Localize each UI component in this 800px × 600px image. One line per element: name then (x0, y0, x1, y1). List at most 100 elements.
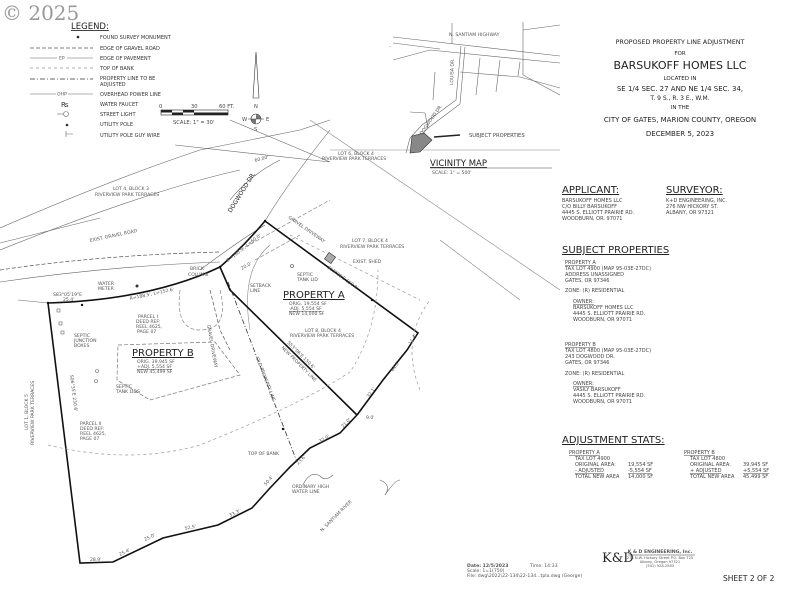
svg-text:LOT 4, BLOCK 3: LOT 4, BLOCK 3 (113, 186, 149, 192)
svg-text:NEW 14,000 SF: NEW 14,000 SF (289, 311, 325, 317)
svg-text:25.0': 25.0' (143, 533, 156, 543)
svg-text:K & D ENGINEERING, Inc.: K & D ENGINEERING, Inc. (628, 549, 693, 555)
svg-text:44.5': 44.5' (390, 360, 402, 373)
north-arrow-icon: N W E S (242, 51, 269, 133)
svg-text:WATER FAUCET: WATER FAUCET (100, 102, 139, 108)
top-of-bank (47, 269, 379, 456)
svg-text:S06°35'E 230.6': S06°35'E 230.6' (68, 375, 78, 412)
svg-text:ALBANY, OR 97321: ALBANY, OR 97321 (666, 210, 714, 216)
svg-text:ORIG. 39,945 SF: ORIG. 39,945 SF (137, 359, 175, 365)
svg-text:50.4': 50.4' (263, 475, 275, 488)
svg-text:PROPERTY LINE TO BE: PROPERTY LINE TO BE (100, 76, 155, 82)
svg-text:SEPTIC: SEPTIC (116, 384, 132, 390)
svg-text:TOP OF BANK: TOP OF BANK (99, 66, 135, 72)
svg-text:LOT 8, BLOCK 4: LOT 8, BLOCK 4 (305, 328, 341, 334)
svg-text:21.0': 21.0' (340, 417, 352, 429)
footer: Date: 12/5/2023 Time: 14:33 Scale: 1=1(7… (467, 549, 775, 583)
svg-text:ZONE: (R) RESIDENTIAL: ZONE: (R) RESIDENTIAL (565, 288, 624, 294)
utility-pole-icon (65, 123, 69, 127)
svg-text:PARCEL I: PARCEL I (138, 314, 158, 320)
svg-text:ZONE: (R) RESIDENTIAL: ZONE: (R) RESIDENTIAL (565, 371, 624, 377)
svg-text:-ADJ. 5,554 SF: -ADJ. 5,554 SF (289, 306, 322, 312)
shed-icon (324, 252, 336, 264)
sheet-number: SHEET 2 OF 2 (723, 574, 775, 583)
svg-text:PROPOSED PROPERTY LINE ADJUSTM: PROPOSED PROPERTY LINE ADJUSTMENT (616, 39, 745, 46)
svg-text:N: N (254, 104, 258, 110)
svg-text:TAX LOT 4900: TAX LOT 4900 (574, 456, 610, 462)
svg-text:+ ADJUSTED: + ADJUSTED (690, 468, 722, 474)
svg-text:SUBJECT PROPERTIES: SUBJECT PROPERTIES (562, 245, 669, 256)
svg-text:RIVERVIEW PARK TERRACES: RIVERVIEW PARK TERRACES (340, 244, 404, 250)
svg-text:EXIST. SHED: EXIST. SHED (353, 259, 382, 265)
svg-text:SETBACK: SETBACK (250, 283, 272, 289)
svg-text:EXIST. GRAVEL ROAD: EXIST. GRAVEL ROAD (89, 228, 138, 244)
svg-text:4445 S. ELLIOTT PRAIRIE RD.: 4445 S. ELLIOTT PRAIRIE RD. (573, 393, 646, 399)
svg-text:SEPTIC: SEPTIC (297, 272, 313, 278)
svg-text:TOTAL NEW AREA: TOTAL NEW AREA (689, 474, 735, 480)
street-light-icon (63, 111, 69, 117)
svg-text:30: 30 (191, 104, 198, 110)
svg-text:SCALE: 1" = 30': SCALE: 1" = 30' (173, 120, 214, 126)
svg-text:+5,554 SF: +5,554 SF (743, 468, 769, 474)
svg-text:25.4': 25.4' (63, 297, 75, 303)
site-plan: LOT 6, BLOCK 4 RIVERVIEW PARK TERRACES L… (0, 119, 561, 564)
svg-text:GRAVEL DRIVEWAY: GRAVEL DRIVEWAY (287, 215, 326, 245)
svg-text:BARSUKOFF HOMES LLC: BARSUKOFF HOMES LLC (573, 305, 634, 311)
svg-text:WOODBURN, OR 97071: WOODBURN, OR 97071 (573, 317, 632, 323)
svg-text:60 FT.: 60 FT. (219, 104, 235, 110)
svg-text:REEL 4625,: REEL 4625, (136, 324, 163, 330)
svg-text:0: 0 (159, 104, 162, 110)
old-property-line (227, 281, 298, 463)
svg-text:39,945 SF: 39,945 SF (743, 462, 768, 468)
firm-logo: K&D (602, 551, 634, 566)
guy-wire-icon (65, 131, 73, 137)
svg-text:EDGE OF PAVEMENT: EDGE OF PAVEMENT (100, 56, 152, 62)
svg-text:EDGE OF GRAVEL ROAD: EDGE OF GRAVEL ROAD (100, 46, 160, 52)
svg-text:TAX LOT 4900 (MAP 95-03E-27DC): TAX LOT 4900 (MAP 95-03E-27DC) (564, 266, 651, 272)
svg-text:33.3': 33.3' (228, 509, 241, 519)
svg-text:TAX LOT 4800: TAX LOT 4800 (689, 456, 725, 462)
svg-text:T. 9 S., R. 3 E., W.M.: T. 9 S., R. 3 E., W.M. (649, 95, 709, 102)
svg-text:OWNER:: OWNER: (573, 299, 594, 305)
svg-text:52.5': 52.5' (184, 524, 196, 532)
svg-text:K+D ENGINEERING, INC.: K+D ENGINEERING, INC. (666, 198, 728, 204)
svg-text:Albany, Oregon 97321: Albany, Oregon 97321 (640, 560, 680, 564)
svg-text:Scale: 1=1(750): Scale: 1=1(750) (467, 568, 505, 574)
svg-text:4445 S. ELLIOTT PRAIRIE RD.: 4445 S. ELLIOTT PRAIRIE RD. (573, 311, 646, 317)
svg-text:19,554 SF: 19,554 SF (628, 462, 653, 468)
svg-text:PROPERTY A: PROPERTY A (565, 260, 596, 266)
svg-text:LOT 1, BLOCK 5: LOT 1, BLOCK 5 (24, 394, 30, 430)
svg-text:UTILITY POLE GUY WIRE: UTILITY POLE GUY WIRE (100, 133, 160, 139)
watermark: © 2025 (2, 1, 79, 25)
svg-text:TOTAL NEW AREA: TOTAL NEW AREA (574, 474, 620, 480)
svg-text:BOXES: BOXES (74, 343, 89, 349)
svg-text:RIVERVIEW PARK TERRACES: RIVERVIEW PARK TERRACES (30, 381, 36, 445)
road-frontage-line (47, 220, 266, 304)
svg-text:ORDINARY HIGH: ORDINARY HIGH (292, 484, 329, 490)
water-faucet-icon: ₨ (61, 101, 69, 109)
subject-properties-block: SUBJECT PROPERTIES PROPERTY A TAX LOT 49… (562, 245, 669, 405)
svg-text:14,000 SF: 14,000 SF (628, 474, 653, 480)
svg-text:PARCEL II: PARCEL II (80, 421, 101, 427)
svg-text:(541) 928-2583: (541) 928-2583 (646, 564, 674, 568)
svg-text:LOT 6, BLOCK 4: LOT 6, BLOCK 4 (338, 151, 374, 157)
svg-text:WATER LINE: WATER LINE (292, 489, 320, 495)
svg-text:PAGE 07: PAGE 07 (137, 329, 156, 335)
svg-text:32.0': 32.0' (318, 434, 331, 445)
water-meter-icon (135, 284, 139, 288)
svg-text:METER: METER (98, 286, 115, 292)
client-name: BARSUKOFF HOMES LLC (614, 59, 747, 72)
monument-icon (76, 35, 80, 39)
svg-text:DOGWOOD DR.: DOGWOOD DR. (227, 171, 258, 214)
svg-text:DOGWOOD DR.: DOGWOOD DR. (419, 104, 444, 137)
property-b-label: PROPERTY B (132, 348, 194, 359)
svg-text:OHP: OHP (57, 92, 67, 98)
svg-text:OWNER:: OWNER: (573, 381, 594, 387)
property-b-boundary (47, 302, 358, 564)
applicant-block: APPLICANT: BARSUKOFF HOMES LLC C/O BILLY… (562, 185, 635, 222)
svg-text:RIVERVIEW PARK TERRACES: RIVERVIEW PARK TERRACES (290, 333, 354, 339)
svg-text:Time: 14:33: Time: 14:33 (529, 563, 558, 569)
svg-text:SE 1/4 SEC. 27 AND NE 1/4 SEC.: SE 1/4 SEC. 27 AND NE 1/4 SEC. 34, (617, 85, 743, 93)
svg-text:Date: 12/5/2023: Date: 12/5/2023 (467, 563, 508, 569)
svg-text:VASILY BARSUKOFF: VASILY BARSUKOFF (573, 387, 621, 393)
